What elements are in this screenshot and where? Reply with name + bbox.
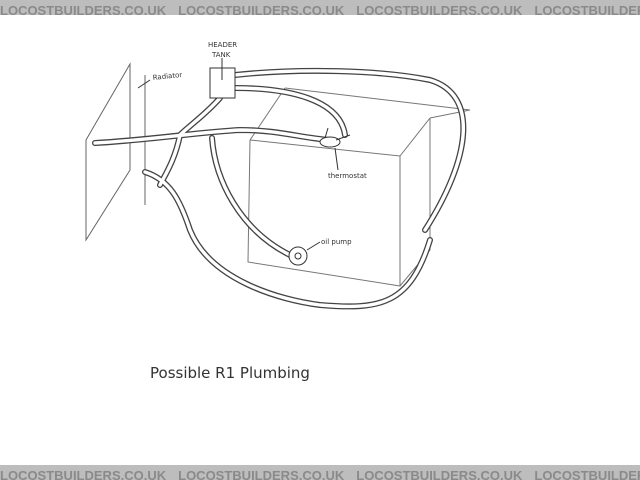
watermark-text: LOCOSTBUILDERS.CO.UK — [0, 3, 167, 15]
oil-pump — [288, 241, 321, 266]
watermark-text: LOCOSTBUILDERS.CO.UK — [356, 468, 523, 480]
watermark-band-top: LOCOSTBUILDERS.CO.UK LOCOSTBUILDERS.CO.UK… — [0, 0, 640, 15]
caption: Possible R1 Plumbing — [150, 364, 310, 382]
radiator — [85, 62, 146, 242]
thermostat-label: thermostat — [328, 172, 367, 180]
watermark-text: LOCOSTBUILDERS.CO.UK — [534, 468, 640, 480]
watermark-text: LOCOSTBUILDERS.CO.UK — [178, 468, 345, 480]
thermostat — [319, 127, 351, 171]
radiator-label: Radiator — [152, 71, 182, 82]
oil-pump-label: oil pump — [321, 238, 352, 246]
arrow — [137, 79, 151, 89]
header-tank-label: HEADER — [208, 41, 237, 49]
watermark-text: LOCOSTBUILDERS.CO.UK — [534, 3, 640, 15]
engine-block — [247, 87, 471, 287]
watermark-text: LOCOSTBUILDERS.CO.UK — [0, 468, 167, 480]
watermark-band-bottom: LOCOSTBUILDERS.CO.UK LOCOSTBUILDERS.CO.UK… — [0, 465, 640, 480]
watermark-text: LOCOSTBUILDERS.CO.UK — [356, 3, 523, 15]
header-tank-label: TANK — [211, 51, 231, 59]
watermark-text: LOCOSTBUILDERS.CO.UK — [178, 3, 345, 15]
hoses — [92, 67, 467, 310]
